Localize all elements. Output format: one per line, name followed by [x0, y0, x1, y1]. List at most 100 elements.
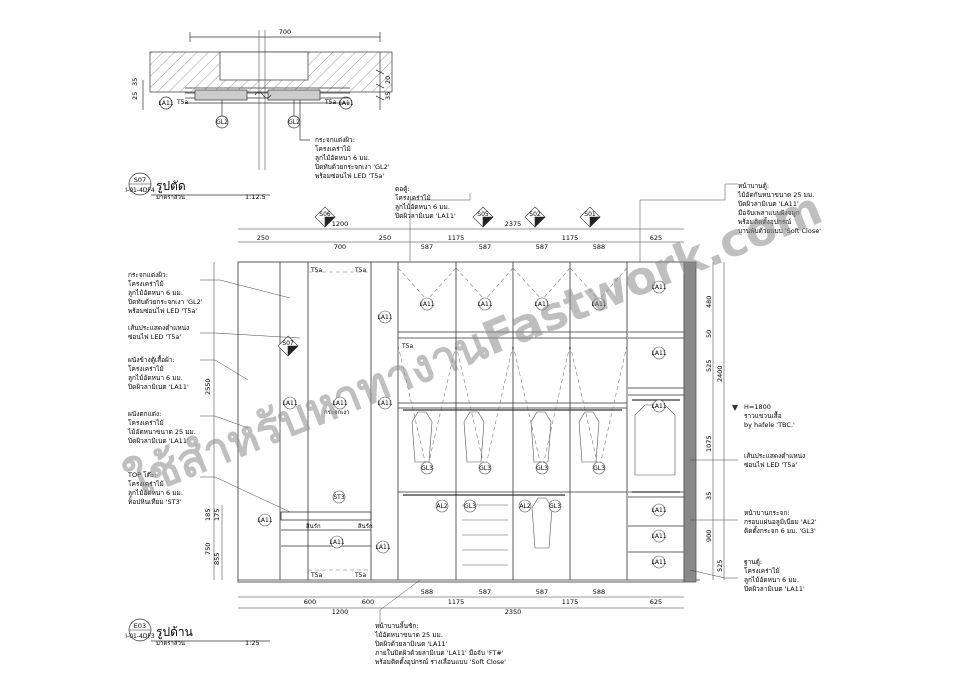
section-title-block: S07 I-01-4DF4 รูปตัด มาตราส่วน 1:12.5	[125, 172, 270, 201]
svg-text:โครงเคร่าไม้: โครงเคร่าไม้	[128, 365, 164, 373]
dim-right: 525	[716, 560, 724, 572]
svg-text:ไม้อัดหนาขนาด 25 มม.: ไม้อัดหนาขนาด 25 มม.	[374, 631, 443, 639]
tag-gl3: GL3	[536, 465, 548, 472]
section-dim: 35	[384, 92, 392, 100]
dim-top: 2375	[505, 220, 522, 228]
hinge-label: สินรัก	[306, 523, 321, 530]
svg-text:ลูกไม้อัดหนา 6 มม.: ลูกไม้อัดหนา 6 มม.	[128, 489, 183, 497]
dim-right: 525	[705, 360, 713, 372]
tag-la11: LA11	[329, 539, 344, 546]
dim-bottom: 1200	[332, 608, 349, 616]
svg-text:ตอตู้:: ตอตู้:	[395, 185, 410, 193]
svg-text:หน้าบานตู้:: หน้าบานตู้:	[738, 182, 769, 190]
svg-text:กระจกแต่งผิว:: กระจกแต่งผิว:	[315, 136, 355, 144]
tag-la11: LA11	[534, 301, 549, 308]
tag-la11: LA11	[651, 533, 666, 540]
dim-bottom: 588	[593, 588, 605, 596]
dim-right: 480	[705, 296, 713, 308]
dim-bottom: 587	[479, 588, 491, 596]
svg-text:กระจกแต่งผิว:: กระจกแต่งผิว:	[128, 271, 168, 279]
bottom-dimension-lines	[238, 596, 684, 609]
elevation-frame	[237, 261, 700, 583]
section-scale-label: มาตราส่วน	[156, 194, 185, 201]
h-note: ราวแขวนเสื้อ	[744, 411, 782, 420]
section-la11-tag: LA11	[338, 100, 353, 107]
tag-gl3: GL3	[464, 503, 476, 510]
dim-left: 750	[204, 543, 212, 555]
elevation-title: รูปด้าน	[156, 625, 193, 640]
tag-la11: LA11	[377, 400, 392, 407]
section-scale: 1:12.5	[245, 193, 266, 201]
dim-left: 185	[204, 509, 212, 521]
tag-st3: ST3	[333, 494, 344, 501]
dim-right: 1075	[705, 435, 713, 452]
dim-top: 588	[593, 243, 605, 251]
section-dim: 20	[384, 76, 392, 84]
svg-text:TOP โต๊ะ:: TOP โต๊ะ:	[127, 471, 156, 479]
dim-bottom: 1175	[562, 598, 579, 606]
svg-text:ปิดทับด้วยกระจกเงา 'GL2': ปิดทับด้วยกระจกเงา 'GL2'	[314, 163, 389, 171]
svg-text:บานพับด้วยแบบ 'Soft Close': บานพับด้วยแบบ 'Soft Close'	[738, 227, 821, 235]
right-dimension-lines	[712, 262, 725, 580]
svg-text:พร้อมซ่อนไฟ LED 'T5a': พร้อมซ่อนไฟ LED 'T5a'	[128, 307, 197, 315]
tag-t5a: T5a	[310, 572, 322, 579]
dim-right: 50	[705, 330, 713, 338]
note-top-mid: ตอตู้: โครงเคร่าไม้ ลูกไม้อัดหนา 6 มม. ป…	[394, 185, 455, 220]
dim-left: 175	[213, 509, 221, 521]
svg-text:ภายในปิดผิวด้วยลามิเนต 'LA11': ภายในปิดผิวด้วยลามิเนต 'LA11' มือจับ 'FT…	[375, 649, 504, 657]
notes-right: เส้นประแสดงตำแหน่ง ซ่อนไฟ LED 'T5a' หน้า…	[743, 452, 816, 593]
svg-text:หน้าบานลิ้นชัก:: หน้าบานลิ้นชัก:	[375, 621, 419, 630]
dim-bottom: 588	[421, 588, 433, 596]
dim-top: 700	[334, 243, 346, 251]
svg-text:ลูกไม้อัดหนา 6 มม.: ลูกไม้อัดหนา 6 มม.	[744, 576, 799, 584]
svg-text:ผนังข้างตู้เสื้อผ้า:: ผนังข้างตู้เสื้อผ้า:	[128, 355, 175, 364]
height-marker: H=1800 ราวแขวนเสื้อ by hafele 'TBC.'	[732, 403, 795, 429]
dim-left: 855	[213, 553, 221, 565]
hanging-rails	[403, 399, 680, 496]
svg-text:เส้นประแสดงตำแหน่ง: เส้นประแสดงตำแหน่ง	[744, 452, 805, 460]
svg-text:พร้อมติดตั้งอุปกรณ์: พร้อมติดตั้งอุปกรณ์	[738, 217, 791, 226]
tag-la11: LA11	[591, 301, 606, 308]
marker-s06: S06	[319, 211, 331, 218]
dim-right: 900	[705, 530, 713, 542]
dim-top: 1200	[332, 220, 349, 228]
section-t5a-tag: T5a	[176, 99, 188, 106]
tag-la11: LA11	[282, 400, 297, 407]
section-la11-tag: LA11	[158, 100, 173, 107]
dim-top: 250	[379, 234, 391, 242]
svg-text:ปิดผิวลามิเนต 'LA11': ปิดผิวลามิเนต 'LA11'	[737, 200, 798, 208]
svg-text:ลูกไม้อัดหนา 6 มม.: ลูกไม้อัดหนา 6 มม.	[315, 154, 370, 162]
svg-text:ปิดผิวด้วยลามิเนต 'LA11': ปิดผิวด้วยลามิเนต 'LA11'	[374, 640, 447, 648]
elevation-scale: 1:25	[245, 639, 260, 647]
tag-la11: LA11	[651, 284, 666, 291]
svg-text:พร้อมซ่อนไฟ LED 'T5a': พร้อมซ่อนไฟ LED 'T5a'	[315, 172, 384, 180]
dim-top: 587	[536, 243, 548, 251]
section-top-dim: 700	[279, 28, 291, 36]
dim-bottom: 587	[536, 588, 548, 596]
section-title: รูปตัด	[156, 179, 186, 194]
svg-text:ลูกไม้อัดหนา 6 มม.: ลูกไม้อัดหนา 6 มม.	[128, 374, 183, 382]
tag-la11: LA11	[257, 517, 272, 524]
elevation-title-block: E03 I-01-4DF3 รูปด้าน มาตราส่วน 1:25	[125, 618, 270, 647]
tag-t5a: T5a	[354, 267, 366, 274]
h-note: by hafele 'TBC.'	[744, 421, 795, 429]
section-detail	[142, 30, 393, 170]
hinge-label: สินรัก	[358, 523, 373, 530]
dim-bottom: 625	[650, 598, 662, 606]
section-t5a-tag: T5a	[324, 99, 336, 106]
tag-t5a: T5a	[354, 572, 366, 579]
section-tag: S07	[134, 176, 146, 184]
tag-al2: AL2	[436, 503, 447, 510]
material-tag-circles	[258, 280, 666, 569]
svg-text:ซ่อนไฟ LED 'T5a': ซ่อนไฟ LED 'T5a'	[744, 461, 797, 469]
svg-text:โครงเคร่าไม้: โครงเคร่าไม้	[128, 480, 164, 488]
svg-text:ติดตั้งกระจก 6 มม. 'GL3': ติดตั้งกระจก 6 มม. 'GL3'	[744, 526, 816, 535]
dim-bottom: 1175	[448, 598, 465, 606]
garment-icons	[411, 404, 676, 549]
svg-text:เส้นประแสดงตำแหน่ง: เส้นประแสดงตำแหน่ง	[128, 324, 189, 332]
section-gl2-tag: GL2	[216, 119, 228, 126]
h-mark: H=1800	[744, 403, 771, 411]
watermark: ใช้สำหรับหาทางานFastwork.com	[119, 181, 830, 510]
svg-text:โครงเคร่าไม้: โครงเคร่าไม้	[128, 280, 164, 288]
dim-right: 35	[705, 492, 713, 500]
